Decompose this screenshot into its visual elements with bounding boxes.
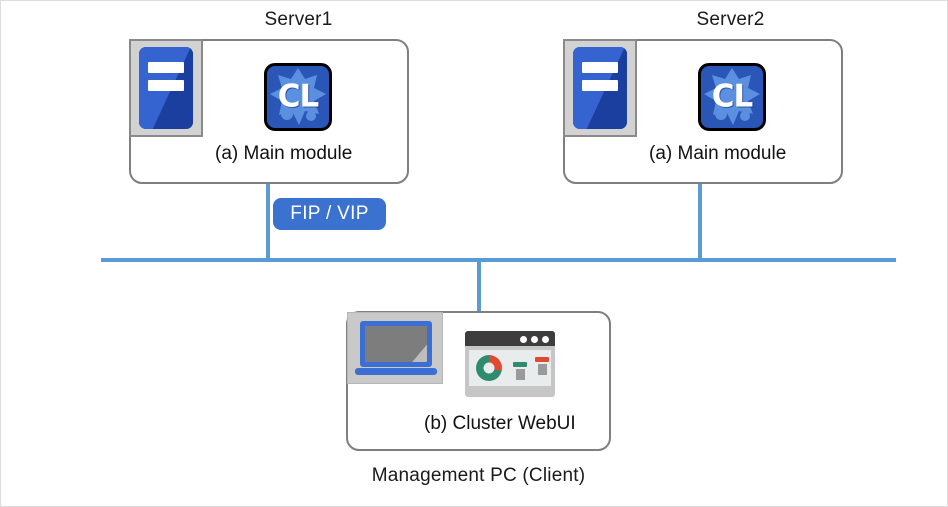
server2-box[interactable]: CL (a) Main module: [563, 39, 843, 184]
cluster-cl-icon: CL: [264, 63, 332, 131]
server-rack-slot-2: [148, 80, 184, 91]
browser-dot-icon: [520, 335, 527, 343]
cl-icon-label: CL: [277, 78, 320, 115]
cl-icon-splash-shape: [704, 68, 760, 125]
server1-caption: Server1: [264, 9, 333, 30]
browser-dot-icon: [542, 335, 549, 343]
cluster-webui-label: (b) Cluster WebUI: [424, 413, 576, 434]
browser-dashboard-icon: [465, 331, 555, 397]
management-pc-box[interactable]: (b) Cluster WebUI: [346, 311, 611, 451]
server1-module-label: (a) Main module: [215, 143, 353, 164]
server2-module-label: (a) Main module: [649, 143, 787, 164]
management-pc-caption: Management PC (Client): [371, 465, 586, 486]
server-rack-slot-2: [582, 80, 618, 91]
cluster-cl-icon: CL: [698, 63, 766, 131]
kpi-stem: [515, 369, 525, 380]
network-drop-server1: [266, 184, 270, 262]
browser-dot-icon: [531, 335, 538, 343]
laptop-screen-glint: [399, 336, 427, 362]
kpi-stem: [537, 364, 547, 375]
donut-chart-icon: [476, 355, 502, 381]
kpi-indicator-green: [513, 362, 527, 380]
server-rack-slot-1: [148, 62, 184, 73]
kpi-cap: [513, 362, 527, 367]
kpi-cap: [535, 357, 549, 362]
kpi-indicator-red: [535, 357, 549, 375]
laptop-icon: [347, 312, 443, 384]
server-rack-body: [573, 47, 627, 129]
server-rack-icon: [129, 39, 203, 137]
network-bus-line: [101, 258, 896, 262]
browser-titlebar: [465, 331, 555, 346]
network-drop-server2: [698, 184, 702, 262]
server1-box[interactable]: CL (a) Main module: [129, 39, 409, 184]
fip-vip-badge[interactable]: FIP / VIP: [273, 198, 386, 230]
server-rack-body: [139, 47, 193, 129]
server-rack-slot-1: [582, 62, 618, 73]
laptop-screen: [360, 321, 432, 367]
browser-content: [469, 350, 551, 386]
laptop-base: [355, 368, 437, 375]
cl-icon-splash-shape: [270, 68, 326, 125]
network-drop-management-pc: [477, 258, 481, 313]
cl-icon-label: CL: [711, 78, 754, 115]
server-rack-icon: [563, 39, 637, 137]
server2-caption: Server2: [696, 9, 765, 30]
